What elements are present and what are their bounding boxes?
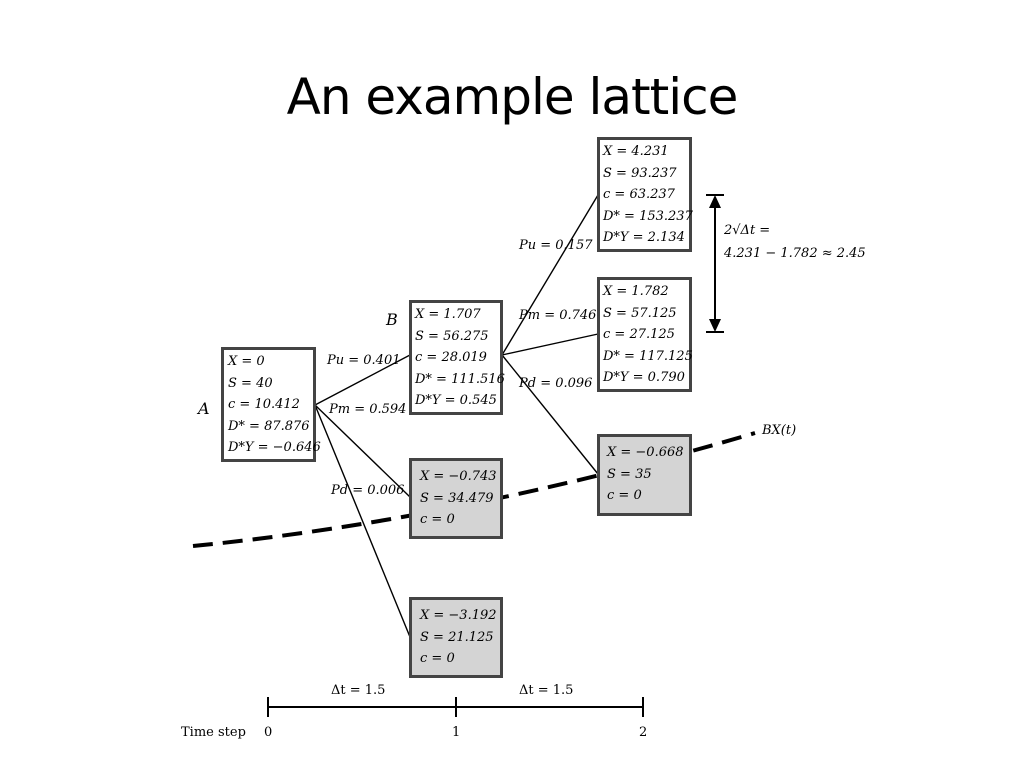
timeline-tick-label-0: 0	[264, 725, 273, 740]
prob-b-down: Pd = 0.096	[519, 376, 593, 391]
slide-title: An example lattice	[286, 68, 739, 126]
node-a-x: X = 0	[228, 354, 265, 369]
edge-a-down	[314, 404, 411, 638]
prob-b-up: Pu = 0.157	[519, 238, 593, 253]
node-b-mid-s: S = 57.125	[603, 305, 677, 321]
prob-a-mid: Pm = 0.594	[329, 402, 407, 417]
node-a-dy: D*Y = −0.646	[228, 440, 321, 455]
node-a: X = 0 S = 40 c = 10.412 D* = 87.876 D*Y …	[221, 347, 321, 462]
spacing-annotation-line1: 2√Δt =	[724, 223, 771, 238]
node-b-down-x: X = −0.668	[607, 445, 684, 460]
barrier-label: BX(t)	[762, 423, 797, 438]
prob-a-down: Pd = 0.006	[331, 483, 405, 498]
node-a-label: A	[198, 399, 210, 418]
node-b-up-s: S = 93.237	[603, 165, 677, 181]
node-a-c: c = 10.412	[228, 397, 300, 412]
node-a-bottom-x: X = −3.192	[420, 608, 497, 623]
edge-a-mid	[314, 404, 411, 498]
node-b-mid-dstar: D* = 117.125	[603, 348, 693, 364]
timeline-tick-label-2: 2	[639, 725, 648, 740]
edge-a-up	[314, 354, 411, 406]
node-b: X = 1.707 S = 56.275 c = 28.019 D* = 111…	[409, 300, 505, 415]
spacing-annotation-line2: 4.231 − 1.782 ≈ 2.45	[724, 246, 866, 261]
node-b-up-x: X = 4.231	[603, 144, 669, 159]
node-a-down-s: S = 34.479	[420, 490, 494, 506]
edge-b-up	[501, 194, 599, 356]
node-a-down: X = −0.743 S = 34.479 c = 0	[409, 458, 503, 539]
node-b-down-s: S = 35	[607, 466, 652, 482]
node-b-mid-x: X = 1.782	[603, 284, 669, 299]
timeline-label: Time step	[181, 725, 246, 740]
timeline-tick-label-1: 1	[452, 725, 461, 740]
node-b-up-dstar: D* = 153.237	[603, 208, 693, 224]
node-b-s: S = 56.275	[415, 328, 489, 344]
spacing-arrow-head-bottom	[709, 319, 721, 332]
node-a-down-x: X = −0.743	[420, 469, 497, 484]
node-b-up-dy: D*Y = 2.134	[603, 230, 685, 245]
timeline-interval-2: Δt = 1.5	[519, 683, 574, 698]
node-b-mid: X = 1.782 S = 57.125 c = 27.125 D* = 117…	[597, 277, 693, 392]
node-b-dstar: D* = 111.516	[415, 371, 505, 387]
node-a-bottom-c: c = 0	[420, 651, 455, 666]
node-a-s: S = 40	[228, 375, 273, 391]
edge-b-down	[501, 354, 599, 475]
node-a-bottom: X = −3.192 S = 21.125 c = 0	[409, 597, 503, 678]
node-b-up-c: c = 63.237	[603, 187, 675, 202]
node-b-mid-dy: D*Y = 0.790	[603, 370, 685, 385]
node-b-label: B	[386, 310, 398, 329]
timeline-interval-1: Δt = 1.5	[331, 683, 386, 698]
node-a-down-c: c = 0	[420, 512, 455, 527]
prob-b-mid: Pm = 0.746	[519, 308, 597, 323]
node-a-bottom-s: S = 21.125	[420, 629, 494, 645]
node-b-up: X = 4.231 S = 93.237 c = 63.237 D* = 153…	[597, 137, 693, 252]
spacing-arrow-head-top	[709, 195, 721, 208]
node-b-down: X = −0.668 S = 35 c = 0	[597, 434, 692, 516]
node-b-dy: D*Y = 0.545	[415, 393, 497, 408]
edge-b-mid	[501, 333, 599, 356]
node-a-dstar: D* = 87.876	[228, 418, 310, 434]
node-b-c: c = 28.019	[415, 350, 487, 365]
node-b-mid-c: c = 27.125	[603, 327, 675, 342]
prob-a-up: Pu = 0.401	[327, 353, 401, 368]
node-b-x: X = 1.707	[415, 307, 481, 322]
node-b-down-c: c = 0	[607, 488, 642, 503]
